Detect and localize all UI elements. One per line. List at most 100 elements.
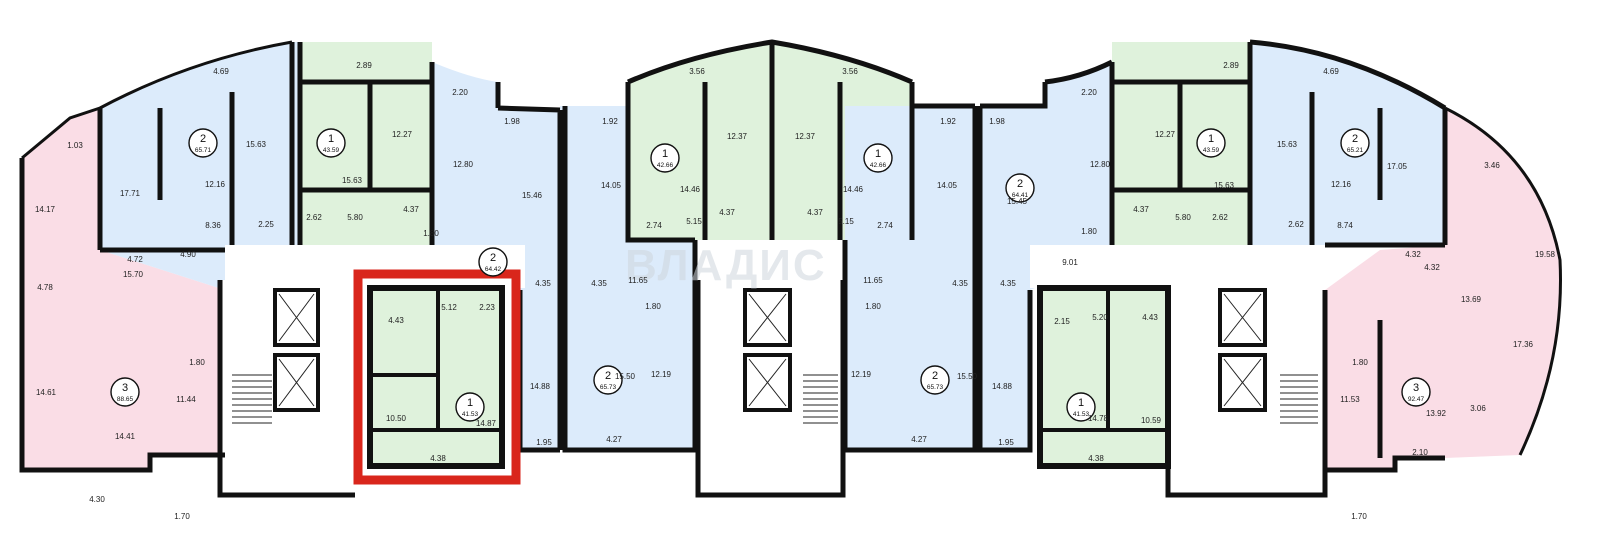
apartment-marker-a2[interactable]: 265.71 [188, 128, 218, 158]
room-area-label: 1.80 [423, 229, 439, 238]
room-area-label: 14.61 [36, 388, 57, 397]
room-area-label: 8.36 [205, 221, 221, 230]
room-area-label: 12.19 [651, 370, 672, 379]
apartment-marker-circle [1066, 392, 1096, 422]
apartment-marker-a6[interactable]: 142.66 [650, 143, 680, 173]
room-area-label: 2.10 [1412, 448, 1428, 457]
room-area-label: 15.50 [615, 372, 636, 381]
room-area-label: 2.15 [1054, 317, 1070, 326]
room-area-label: 4.32 [1424, 263, 1440, 272]
room-area-labels: 14.171.034.7815.704.7214.6114.4111.441.8… [35, 61, 1556, 521]
room-area-label: 1.03 [67, 141, 83, 150]
room-area-label: 17.36 [1513, 340, 1534, 349]
room-area-label: 12.16 [1331, 180, 1352, 189]
room-area-label: 4.90 [180, 250, 196, 259]
room-area-label: 2.62 [1212, 213, 1228, 222]
apartment-marker-a4[interactable]: 264.42 [478, 247, 508, 277]
room-area-label: 4.30 [89, 495, 105, 504]
room-area-label: 8.74 [1337, 221, 1353, 230]
room-area-label: 15.46 [522, 191, 543, 200]
room-area-label: 9.01 [1062, 258, 1078, 267]
room-area-label: 15.50 [957, 372, 978, 381]
apartment-room-count: 2 [200, 133, 206, 145]
room-area-label: 11.44 [176, 395, 196, 404]
apartment-room-count: 3 [122, 382, 128, 394]
apartment-room-count: 1 [1208, 133, 1214, 145]
room-area-label: 4.35 [952, 279, 968, 288]
room-area-label: 11.53 [1340, 395, 1360, 404]
room-area-label: 4.37 [403, 205, 419, 214]
apartment-room-count: 1 [328, 133, 334, 145]
apartment-marker-circle [863, 143, 893, 173]
room-area-label: 1.80 [645, 302, 661, 311]
room-area-label: 15.63 [1214, 181, 1235, 190]
apartment-total-area: 65.73 [600, 384, 617, 391]
apartment-total-area: 65.73 [927, 384, 944, 391]
apartment-marker-a11[interactable]: 141.53 [1066, 392, 1096, 422]
room-area-label: 13.69 [1461, 295, 1482, 304]
room-area-label: 1.98 [504, 117, 520, 126]
apartment-fill-3room-right[interactable] [1325, 108, 1561, 470]
room-area-label: 4.35 [591, 279, 607, 288]
apartment-marker-a5[interactable]: 141.53 [455, 392, 485, 422]
apartment-room-count: 2 [1017, 178, 1023, 190]
room-area-label: 1.80 [189, 358, 205, 367]
apartment-fill-1room-c[interactable] [628, 42, 772, 240]
room-area-label: 4.72 [127, 255, 143, 264]
room-area-label: 4.38 [1088, 454, 1104, 463]
apartment-marker-a14[interactable]: 392.47 [1401, 377, 1431, 407]
room-area-label: 12.27 [392, 130, 413, 139]
room-area-label: 15.45 [1007, 197, 1028, 206]
room-area-label: 5.20 [1092, 313, 1108, 322]
room-area-label: 13.92 [1426, 409, 1447, 418]
room-area-label: 4.69 [213, 67, 229, 76]
apartment-total-area: 41.53 [462, 411, 479, 418]
apartment-room-count: 2 [605, 370, 611, 382]
room-area-label: 4.37 [807, 208, 823, 217]
room-area-label: 12.16 [205, 180, 226, 189]
apartment-marker-a12[interactable]: 143.59 [1196, 128, 1226, 158]
room-area-label: 4.32 [1405, 250, 1421, 259]
apartment-fill-3room-left[interactable] [22, 108, 225, 470]
room-area-label: 11.65 [863, 276, 883, 285]
room-area-label: 14.17 [35, 205, 56, 214]
room-area-label: 2.74 [646, 221, 662, 230]
room-area-label: 4.35 [535, 279, 551, 288]
room-area-label: 4.43 [388, 316, 404, 325]
apartment-marker-a3[interactable]: 143.59 [316, 128, 346, 158]
apartment-fill-2room-a[interactable] [100, 42, 300, 290]
selected-apartment-highlight [353, 269, 521, 485]
room-area-label: 1.80 [1352, 358, 1368, 367]
room-area-label: 4.69 [1323, 67, 1339, 76]
apartment-marker-a13[interactable]: 265.21 [1340, 128, 1370, 158]
room-area-label: 1.95 [998, 438, 1014, 447]
room-area-label: 12.19 [851, 370, 872, 379]
room-area-label: 12.27 [1155, 130, 1176, 139]
room-area-label: 14.87 [476, 419, 497, 428]
room-area-label: 2.20 [1081, 88, 1097, 97]
apartment-total-area: 43.59 [1203, 147, 1220, 154]
apartment-fill-2room-f[interactable] [1250, 42, 1445, 290]
apartment-marker-a1[interactable]: 388.65 [110, 377, 140, 407]
room-area-label: 12.37 [727, 132, 748, 141]
apartment-marker-a8[interactable]: 142.66 [863, 143, 893, 173]
apartment-room-count: 2 [490, 252, 496, 264]
apartment-marker-circle [188, 128, 218, 158]
room-area-label: 14.05 [601, 181, 622, 190]
room-area-label: 14.46 [680, 185, 701, 194]
apartment-total-area: 64.41 [1012, 192, 1029, 199]
apartment-marker-circle [593, 365, 623, 395]
apartment-marker-a9[interactable]: 265.73 [920, 365, 950, 395]
apartment-marker-a10[interactable]: 264.41 [1005, 173, 1035, 203]
apartment-marker-circle [110, 377, 140, 407]
apartment-fill-1room-e[interactable] [1040, 288, 1168, 466]
room-area-label: 1.95 [536, 438, 552, 447]
room-area-label: 10.50 [386, 414, 407, 423]
room-area-label: 15.63 [246, 140, 267, 149]
apartment-marker-a7[interactable]: 265.73 [593, 365, 623, 395]
room-area-label: 12.37 [795, 132, 816, 141]
apartment-marker-circle [478, 247, 508, 277]
apartment-marker-circle [1340, 128, 1370, 158]
apartment-room-count: 2 [1352, 133, 1358, 145]
room-area-label: 1.98 [989, 117, 1005, 126]
